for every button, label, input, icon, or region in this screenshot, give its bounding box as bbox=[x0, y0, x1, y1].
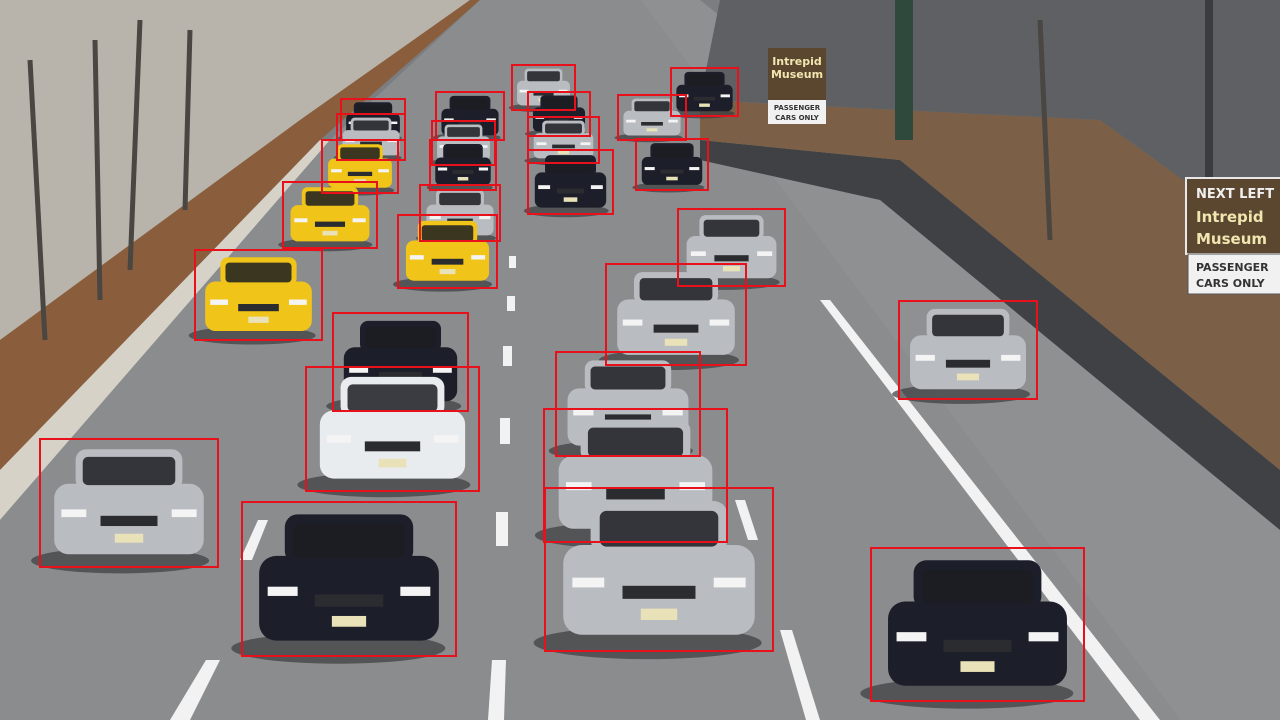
pole-right bbox=[1205, 0, 1213, 200]
lane-markings bbox=[170, 256, 1160, 720]
detection-box bbox=[635, 138, 709, 191]
detection-box bbox=[397, 214, 498, 289]
detection-box bbox=[527, 91, 591, 137]
sign-near: NEXT LEFT Intrepid Museum PASSENGER CARS… bbox=[1185, 177, 1280, 295]
vehicle-car bbox=[524, 120, 596, 166]
detection-box bbox=[336, 113, 406, 161]
sign-near-line1: Intrepid bbox=[1196, 208, 1264, 226]
detection-box bbox=[555, 351, 701, 457]
detection-box bbox=[429, 139, 497, 191]
sign-near-line2: Museum bbox=[1196, 230, 1267, 248]
detection-box bbox=[332, 312, 469, 412]
sign-far-line1: Intrepid bbox=[772, 55, 822, 68]
detection-box bbox=[241, 501, 457, 657]
sign-far-sub1: PASSENGER bbox=[774, 104, 821, 112]
detection-box bbox=[321, 139, 399, 194]
sign-near-sub1: PASSENGER bbox=[1196, 261, 1269, 274]
sign-near-top: NEXT LEFT bbox=[1196, 187, 1274, 202]
detection-box bbox=[282, 181, 378, 249]
vehicle-car bbox=[31, 449, 210, 574]
detection-boxes bbox=[39, 64, 1085, 702]
detection-box bbox=[677, 208, 786, 287]
sign-far: Intrepid Museum PASSENGER CARS ONLY bbox=[768, 48, 826, 124]
sign-far-line2: Museum bbox=[771, 68, 823, 81]
detection-box bbox=[605, 263, 747, 366]
detection-box bbox=[870, 547, 1085, 702]
detection-box bbox=[305, 366, 480, 492]
detection-box bbox=[419, 184, 501, 242]
trees bbox=[27, 19, 1053, 341]
vehicle-taxi bbox=[393, 220, 493, 292]
pole bbox=[895, 0, 913, 140]
vehicle-van bbox=[533, 501, 762, 660]
right-hedge bbox=[700, 100, 1280, 470]
detection-box bbox=[898, 300, 1038, 400]
detection-box bbox=[511, 64, 576, 111]
detection-box bbox=[543, 408, 728, 543]
sign-far-sub2: CARS ONLY bbox=[775, 114, 820, 122]
detection-box bbox=[527, 149, 614, 215]
detection-box bbox=[39, 438, 219, 568]
detection-box bbox=[194, 249, 323, 341]
far-right-road bbox=[700, 0, 1280, 250]
sign-near-sub2: CARS ONLY bbox=[1196, 277, 1266, 290]
detection-box bbox=[670, 67, 739, 117]
detection-box bbox=[544, 487, 774, 652]
detection-box bbox=[527, 116, 600, 164]
